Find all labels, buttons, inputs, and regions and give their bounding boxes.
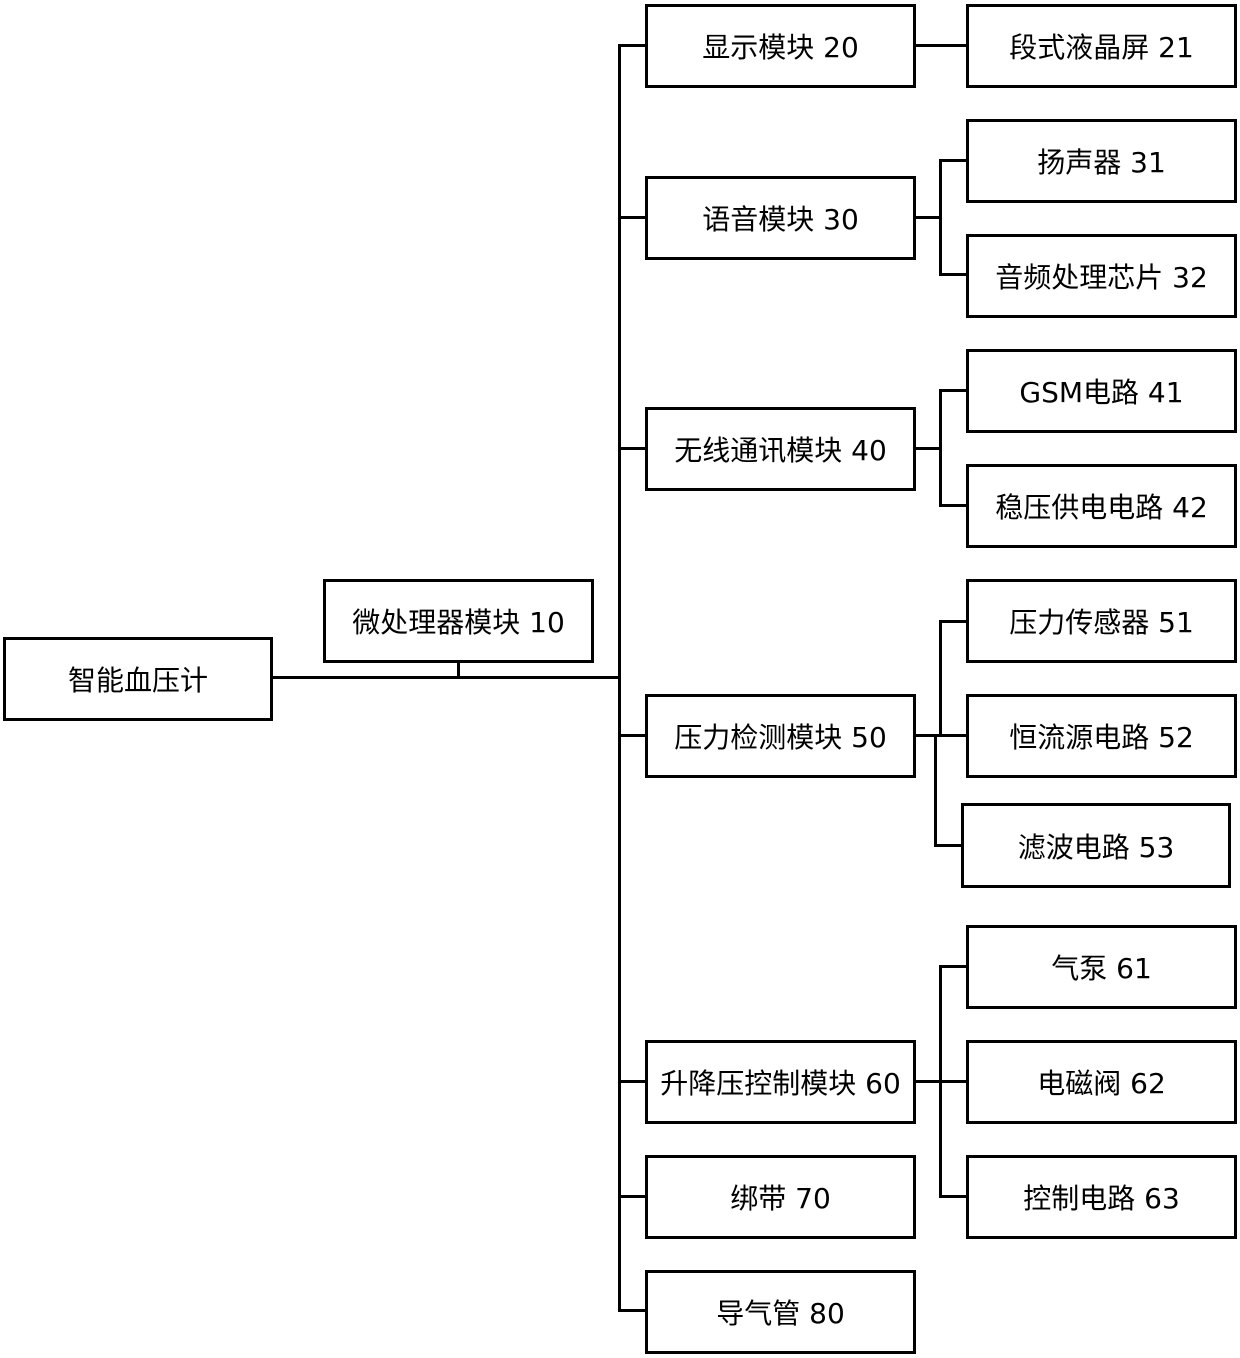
connector bbox=[913, 44, 968, 47]
connector bbox=[939, 273, 968, 276]
power-box: 稳压供电电路 42 bbox=[966, 464, 1237, 548]
connector bbox=[939, 389, 942, 507]
pump-box: 气泵 61 bbox=[966, 925, 1237, 1009]
filter-label: 滤波电路 53 bbox=[1018, 826, 1175, 866]
sensor-box: 压力传感器 51 bbox=[966, 579, 1237, 663]
speaker-box: 扬声器 31 bbox=[966, 119, 1237, 203]
mcu-box: 微处理器模块 10 bbox=[323, 579, 594, 663]
connector bbox=[939, 504, 968, 507]
audio-chip-box: 音频处理芯片 32 bbox=[966, 234, 1237, 318]
connector bbox=[913, 216, 940, 219]
connector bbox=[939, 965, 968, 968]
control-label: 控制电路 63 bbox=[1023, 1177, 1180, 1217]
connector bbox=[939, 965, 942, 1198]
wireless-module-box: 无线通讯模块 40 bbox=[645, 407, 916, 491]
wireless-module-label: 无线通讯模块 40 bbox=[674, 429, 887, 469]
connector bbox=[939, 620, 942, 737]
connector bbox=[618, 1080, 647, 1083]
connector bbox=[618, 44, 647, 47]
gsm-box: GSM电路 41 bbox=[966, 349, 1237, 433]
connector bbox=[618, 734, 647, 737]
pressure-module-box: 压力检测模块 50 bbox=[645, 694, 916, 778]
connector bbox=[618, 1195, 647, 1198]
sensor-label: 压力传感器 51 bbox=[1009, 601, 1194, 641]
connector bbox=[939, 620, 968, 623]
voice-module-box: 语音模块 30 bbox=[645, 176, 916, 260]
tube-box: 导气管 80 bbox=[645, 1270, 916, 1354]
power-label: 稳压供电电路 42 bbox=[995, 486, 1208, 526]
audio-chip-label: 音频处理芯片 32 bbox=[995, 256, 1208, 296]
display-module-label: 显示模块 20 bbox=[702, 26, 859, 66]
connector bbox=[270, 676, 620, 679]
valve-label: 电磁阀 62 bbox=[1037, 1062, 1166, 1102]
filter-box: 滤波电路 53 bbox=[961, 803, 1231, 888]
gsm-label: GSM电路 41 bbox=[1019, 371, 1183, 411]
lcd-box: 段式液晶屏 21 bbox=[966, 4, 1237, 88]
tube-label: 导气管 80 bbox=[716, 1292, 845, 1332]
valve-box: 电磁阀 62 bbox=[966, 1040, 1237, 1124]
root-label: 智能血压计 bbox=[68, 659, 208, 699]
current-source-label: 恒流源电路 52 bbox=[1009, 716, 1194, 756]
connector bbox=[934, 844, 963, 847]
connector bbox=[939, 159, 968, 162]
current-source-box: 恒流源电路 52 bbox=[966, 694, 1237, 778]
control-box: 控制电路 63 bbox=[966, 1155, 1237, 1239]
connector bbox=[934, 734, 937, 847]
cuff-label: 绑带 70 bbox=[730, 1177, 831, 1217]
lift-module-label: 升降压控制模块 60 bbox=[660, 1062, 901, 1102]
lift-module-box: 升降压控制模块 60 bbox=[645, 1040, 916, 1124]
connector bbox=[618, 216, 647, 219]
lcd-label: 段式液晶屏 21 bbox=[1009, 26, 1194, 66]
connector bbox=[939, 159, 942, 276]
cuff-box: 绑带 70 bbox=[645, 1155, 916, 1239]
connector bbox=[939, 389, 968, 392]
display-module-box: 显示模块 20 bbox=[645, 4, 916, 88]
connector bbox=[618, 447, 647, 450]
connector bbox=[618, 1309, 647, 1312]
pump-label: 气泵 61 bbox=[1051, 947, 1152, 987]
voice-module-label: 语音模块 30 bbox=[702, 198, 859, 238]
pressure-module-label: 压力检测模块 50 bbox=[674, 716, 887, 756]
connector bbox=[939, 1195, 968, 1198]
mcu-label: 微处理器模块 10 bbox=[352, 601, 565, 641]
root-box: 智能血压计 bbox=[3, 637, 273, 721]
connector bbox=[457, 661, 460, 678]
speaker-label: 扬声器 31 bbox=[1037, 141, 1166, 181]
connector bbox=[913, 447, 940, 450]
connector bbox=[618, 44, 621, 1312]
